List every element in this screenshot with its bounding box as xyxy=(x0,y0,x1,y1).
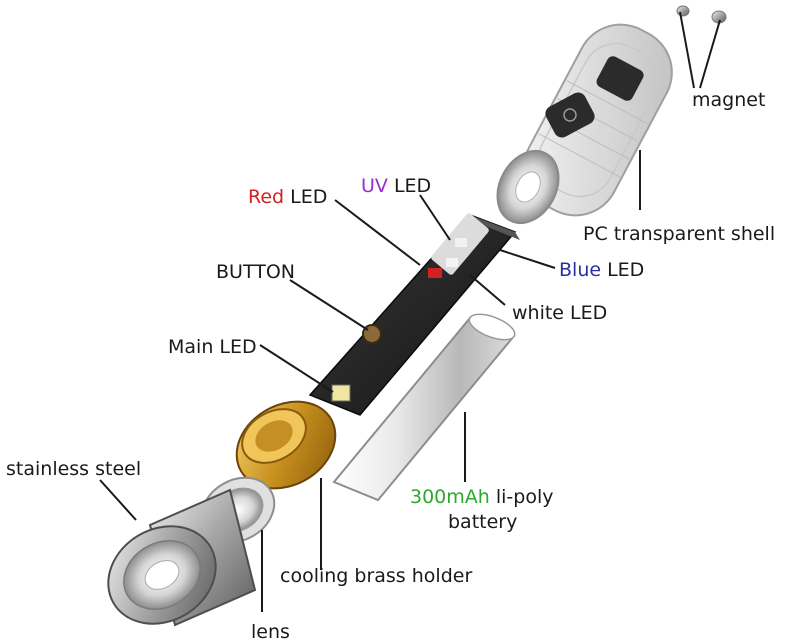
label-uv-led: UV LED xyxy=(361,175,431,197)
label-blue-led-suffix: LED xyxy=(601,259,644,281)
uv-led-chip xyxy=(455,238,467,247)
label-uv-led-suffix: LED xyxy=(388,175,431,197)
shell-button xyxy=(545,92,595,138)
white-led-chip xyxy=(446,258,458,267)
label-battery-line2: battery xyxy=(448,511,517,533)
red-led-chip xyxy=(428,268,442,278)
label-battery-capacity: 300mAh xyxy=(410,486,490,508)
label-blue-led: Blue LED xyxy=(559,259,644,281)
label-button: BUTTON xyxy=(216,261,295,283)
label-red-led: Red LED xyxy=(248,186,327,208)
pc-shell xyxy=(496,23,673,225)
label-main-led: Main LED xyxy=(168,336,257,358)
battery xyxy=(332,313,516,502)
label-stainless-steel: stainless steel xyxy=(6,458,141,480)
magnet-pieces xyxy=(676,5,727,24)
label-blue-led-prefix: Blue xyxy=(559,259,601,281)
leader-lines xyxy=(99,11,721,612)
pcb-board xyxy=(308,213,520,416)
label-red-led-prefix: Red xyxy=(248,186,284,208)
cooling-brass-holder xyxy=(235,400,337,490)
label-battery-line1: 300mAh li-poly xyxy=(410,486,554,508)
label-cooling-brass-holder: cooling brass holder xyxy=(280,565,472,587)
label-uv-led-prefix: UV xyxy=(361,175,388,197)
label-white-led: white LED xyxy=(512,302,607,324)
label-battery-type: li-poly xyxy=(490,486,554,508)
stainless-steel-head xyxy=(107,488,257,627)
label-pc-shell: PC transparent shell xyxy=(583,223,775,245)
label-red-led-suffix: LED xyxy=(284,186,327,208)
label-lens: lens xyxy=(251,621,290,643)
label-magnet: magnet xyxy=(692,89,765,111)
